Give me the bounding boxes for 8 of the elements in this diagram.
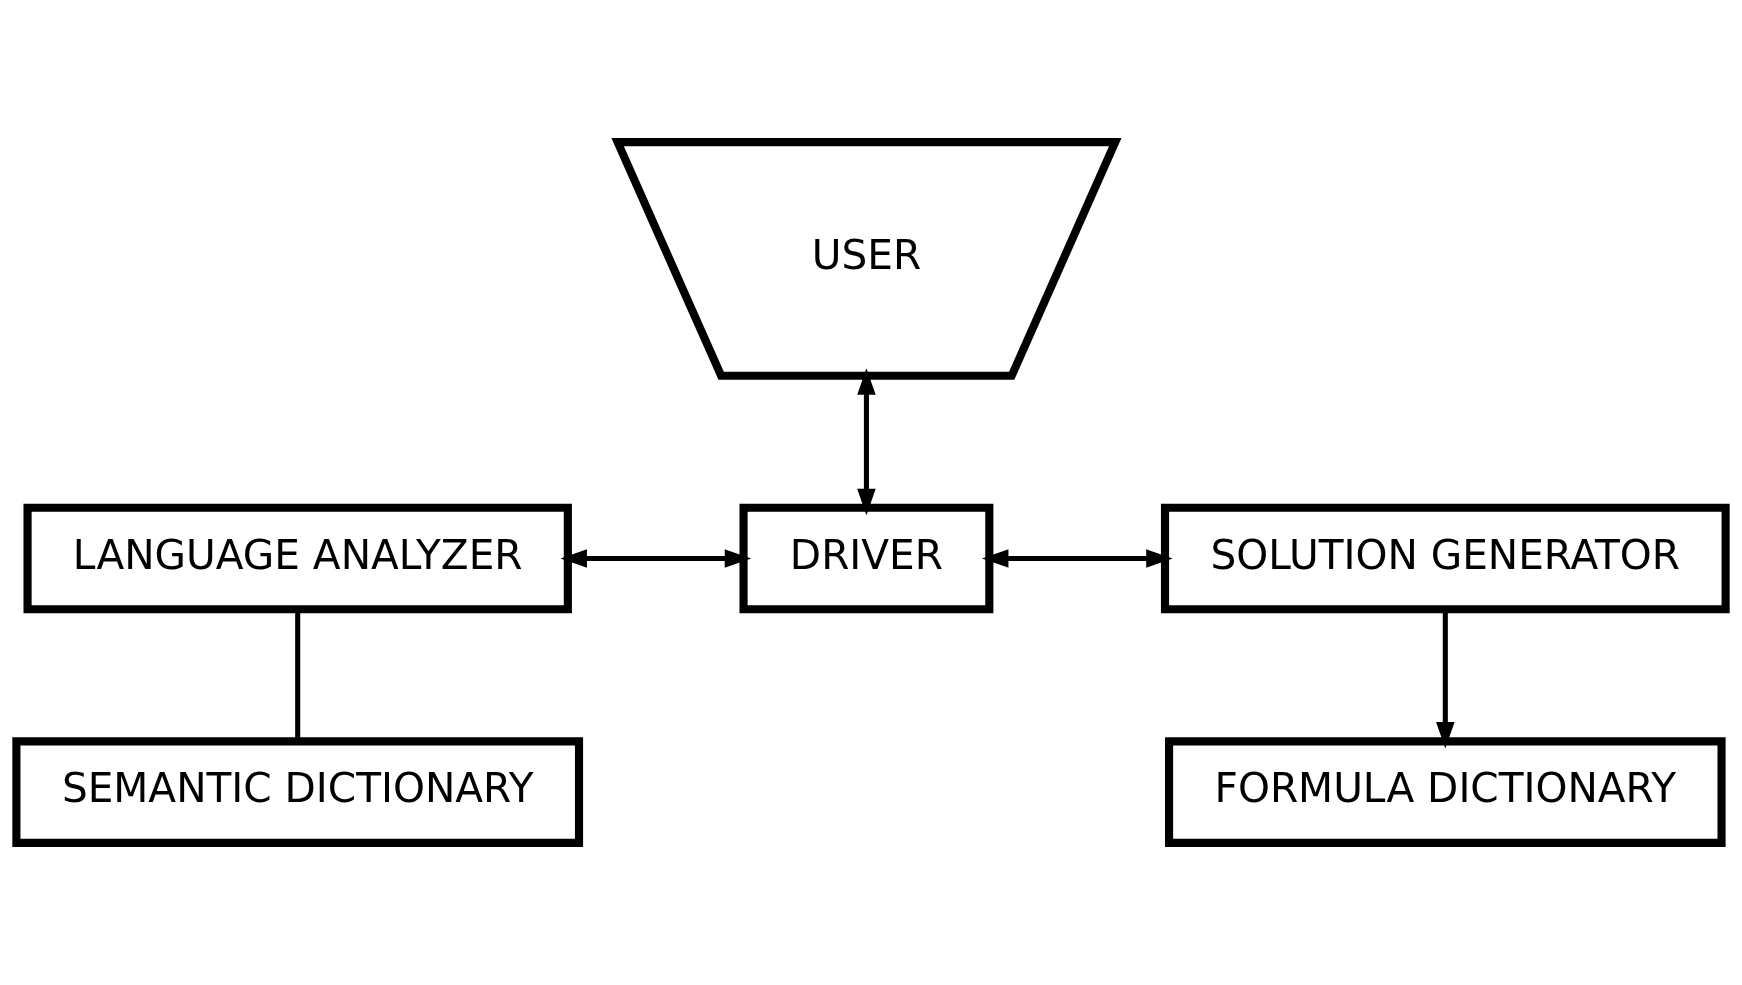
- node-box: SOLUTION GENERATOR: [1160, 503, 1730, 614]
- arrow: [857, 368, 876, 516]
- node-box: DRIVER: [739, 503, 994, 614]
- arrow: [560, 549, 752, 568]
- node-box: FORMULA DICTIONARY: [1165, 737, 1726, 847]
- arrow: [981, 549, 1173, 568]
- node-box: LANGUAGE ANALYZER: [23, 503, 572, 614]
- node-box: SEMANTIC DICTIONARY: [12, 737, 584, 847]
